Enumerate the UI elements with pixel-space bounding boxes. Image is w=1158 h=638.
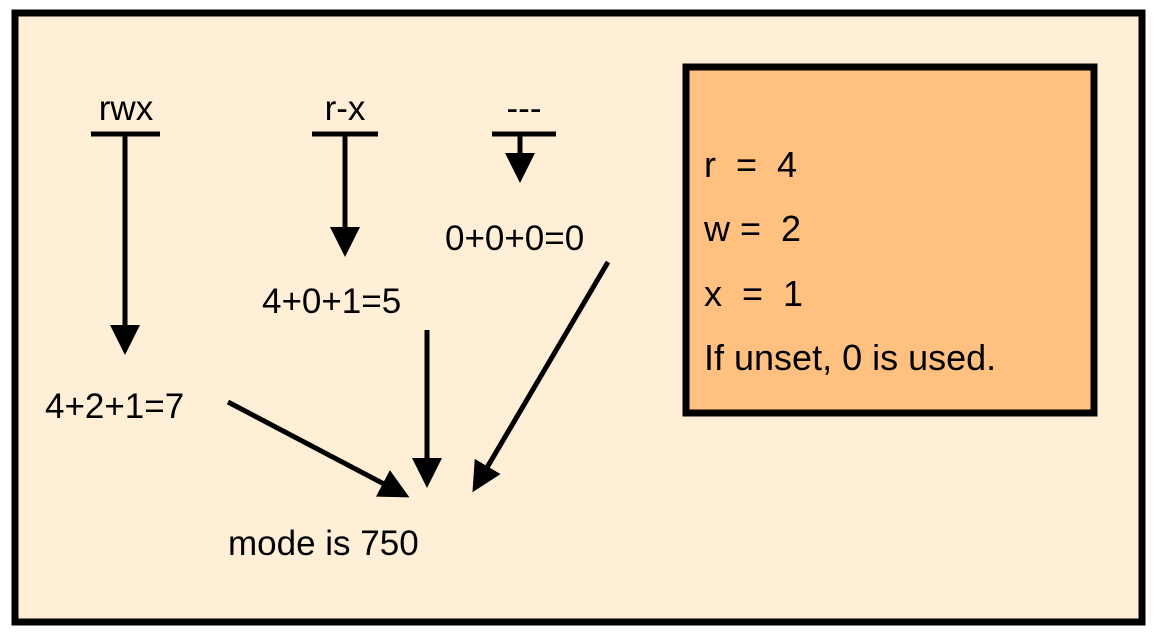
legend-box	[682, 63, 1098, 417]
legend-x: x = 1	[704, 273, 803, 314]
legend-unset-note: If unset, 0 is used.	[704, 337, 996, 378]
perm-symbol-owner: rwx	[99, 89, 154, 128]
sum-other: 0+0+0=0	[445, 219, 584, 258]
mode-result: mode is 750	[228, 524, 419, 563]
arrow-other-to-mode	[472, 260, 611, 493]
legend-w: w = 2	[703, 208, 801, 249]
arrow-owner-to-mode	[226, 399, 410, 498]
sum-group: 4+0+1=5	[262, 282, 401, 321]
perm-symbol-group: r-x	[325, 89, 366, 128]
legend-r: r = 4	[704, 144, 797, 185]
sum-owner: 4+2+1=7	[45, 387, 184, 426]
perm-symbol-other: ---	[507, 89, 542, 128]
